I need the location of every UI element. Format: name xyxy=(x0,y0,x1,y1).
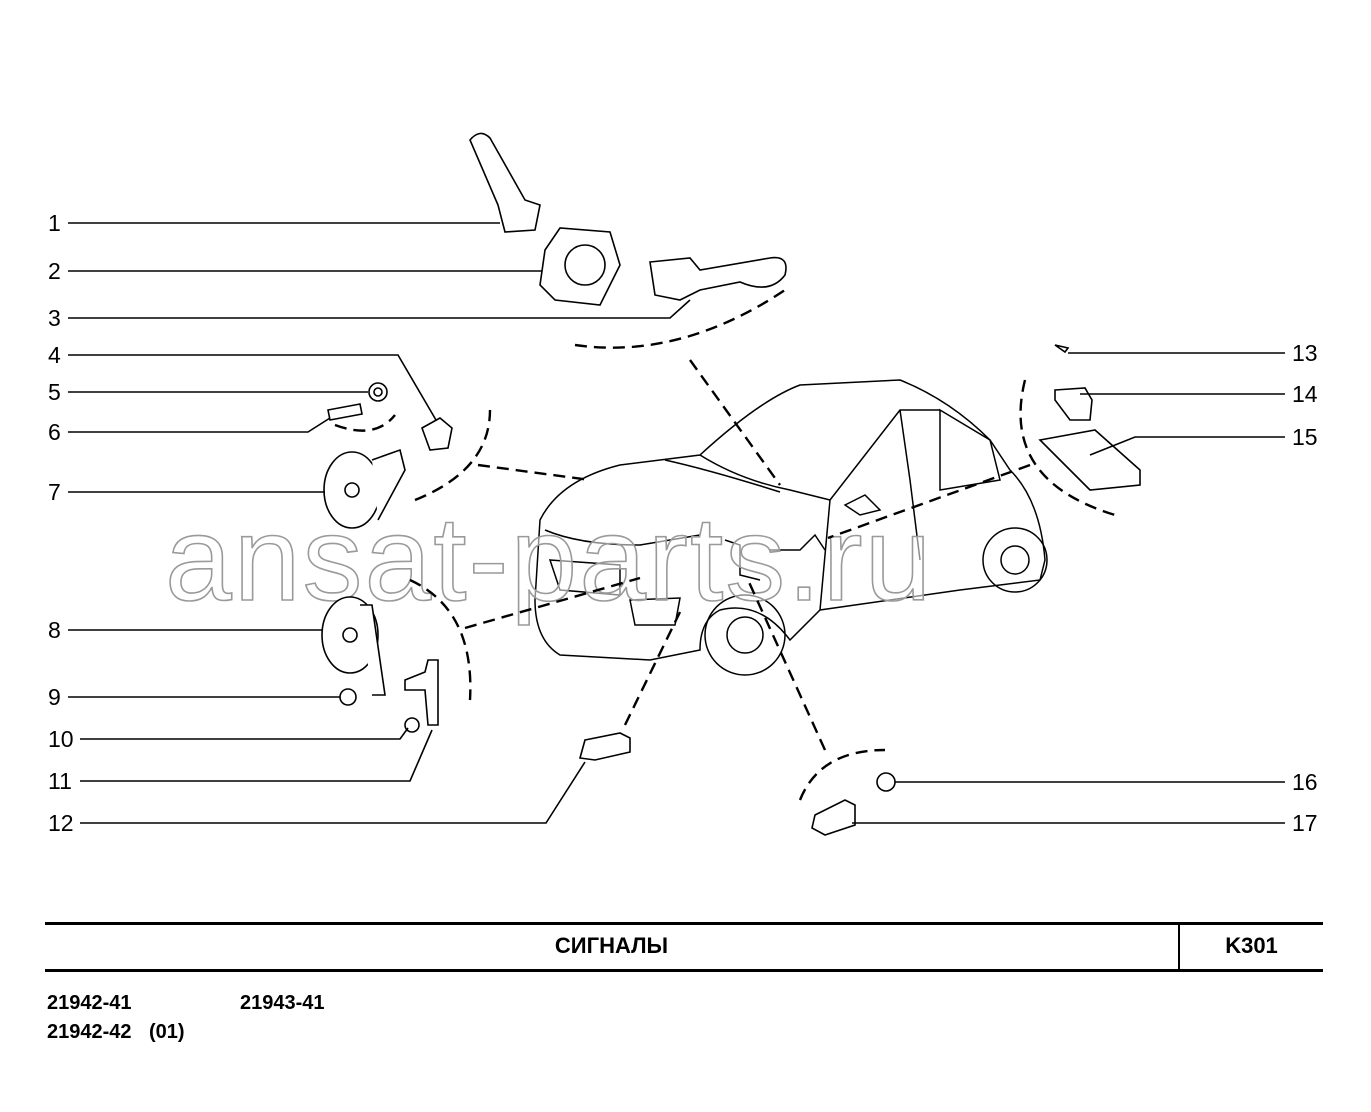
callout-numbers: 1 2 3 4 5 6 7 8 9 10 11 12 13 14 15 16 1… xyxy=(48,210,1318,836)
title-block: СИГНАЛЫ K301 xyxy=(45,922,1323,972)
callout-16: 16 xyxy=(1292,769,1318,795)
leader-lines xyxy=(68,222,1285,824)
dashed-guides xyxy=(334,289,1116,801)
callout-3: 3 xyxy=(48,305,61,331)
callout-5: 5 xyxy=(48,379,61,405)
parts xyxy=(321,132,1141,836)
callout-14: 14 xyxy=(1292,381,1318,407)
car-outline xyxy=(534,379,1048,676)
model-code: 21942-42 xyxy=(47,1021,132,1043)
title-divider xyxy=(1178,925,1180,969)
callout-12: 12 xyxy=(48,810,74,836)
callout-15: 15 xyxy=(1292,424,1318,450)
callout-13: 13 xyxy=(1292,340,1318,366)
model-variant: (01) xyxy=(149,1021,185,1043)
callout-17: 17 xyxy=(1292,810,1318,836)
diagram-title: СИГНАЛЫ xyxy=(554,933,669,958)
callout-4: 4 xyxy=(48,342,61,368)
brake-switch xyxy=(578,732,631,761)
watermark: ansat-parts.ru xyxy=(165,492,933,626)
callout-2: 2 xyxy=(48,258,61,284)
callout-6: 6 xyxy=(48,419,61,445)
callout-11: 11 xyxy=(48,768,72,794)
diagram-code: K301 xyxy=(1225,933,1278,958)
model-code: 21942-41 xyxy=(47,992,132,1014)
wiper-switch-lever xyxy=(649,256,787,301)
callout-1: 1 xyxy=(48,210,61,236)
callout-8: 8 xyxy=(48,617,61,643)
callout-10: 10 xyxy=(48,726,74,752)
callout-7: 7 xyxy=(48,479,61,505)
callout-9: 9 xyxy=(48,684,61,710)
light-switch-lever xyxy=(469,132,541,233)
model-code: 21943-41 xyxy=(240,992,325,1014)
